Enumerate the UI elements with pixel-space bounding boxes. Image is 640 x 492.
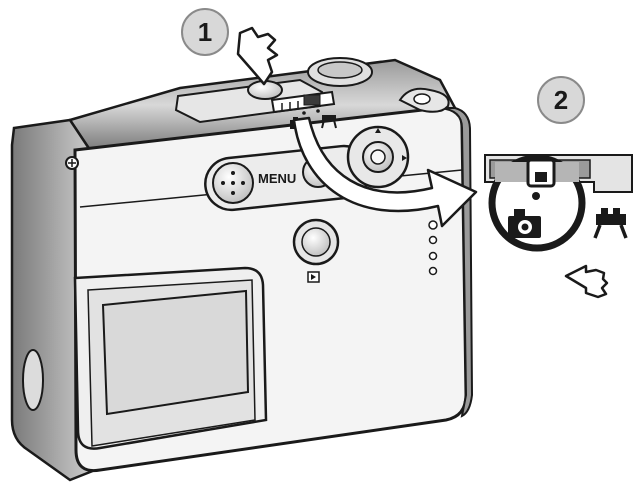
pointing-hand-icon bbox=[236, 26, 279, 86]
movie-camera-icon bbox=[321, 115, 337, 129]
play-icon bbox=[307, 271, 320, 283]
mode-switch[interactable] bbox=[270, 90, 336, 114]
indicator-lamp bbox=[428, 235, 438, 245]
side-grip bbox=[22, 349, 44, 411]
indicator-lamp bbox=[428, 251, 438, 261]
camera-icon bbox=[508, 209, 541, 238]
indicator-lamp bbox=[428, 266, 438, 276]
switch-detail bbox=[484, 154, 633, 252]
step-1-badge: 1 bbox=[181, 8, 229, 56]
movie-camera-icon bbox=[593, 208, 628, 239]
step-2-badge: 2 bbox=[537, 76, 585, 124]
transition-arrow bbox=[292, 116, 478, 228]
menu-label: MENU bbox=[258, 171, 296, 186]
lcd-monitor bbox=[73, 266, 268, 450]
back-controls: MENU bbox=[79, 125, 463, 283]
indicator-lamp bbox=[428, 220, 438, 230]
pointing-hand-icon bbox=[564, 264, 609, 299]
lcd-screen bbox=[101, 289, 250, 416]
